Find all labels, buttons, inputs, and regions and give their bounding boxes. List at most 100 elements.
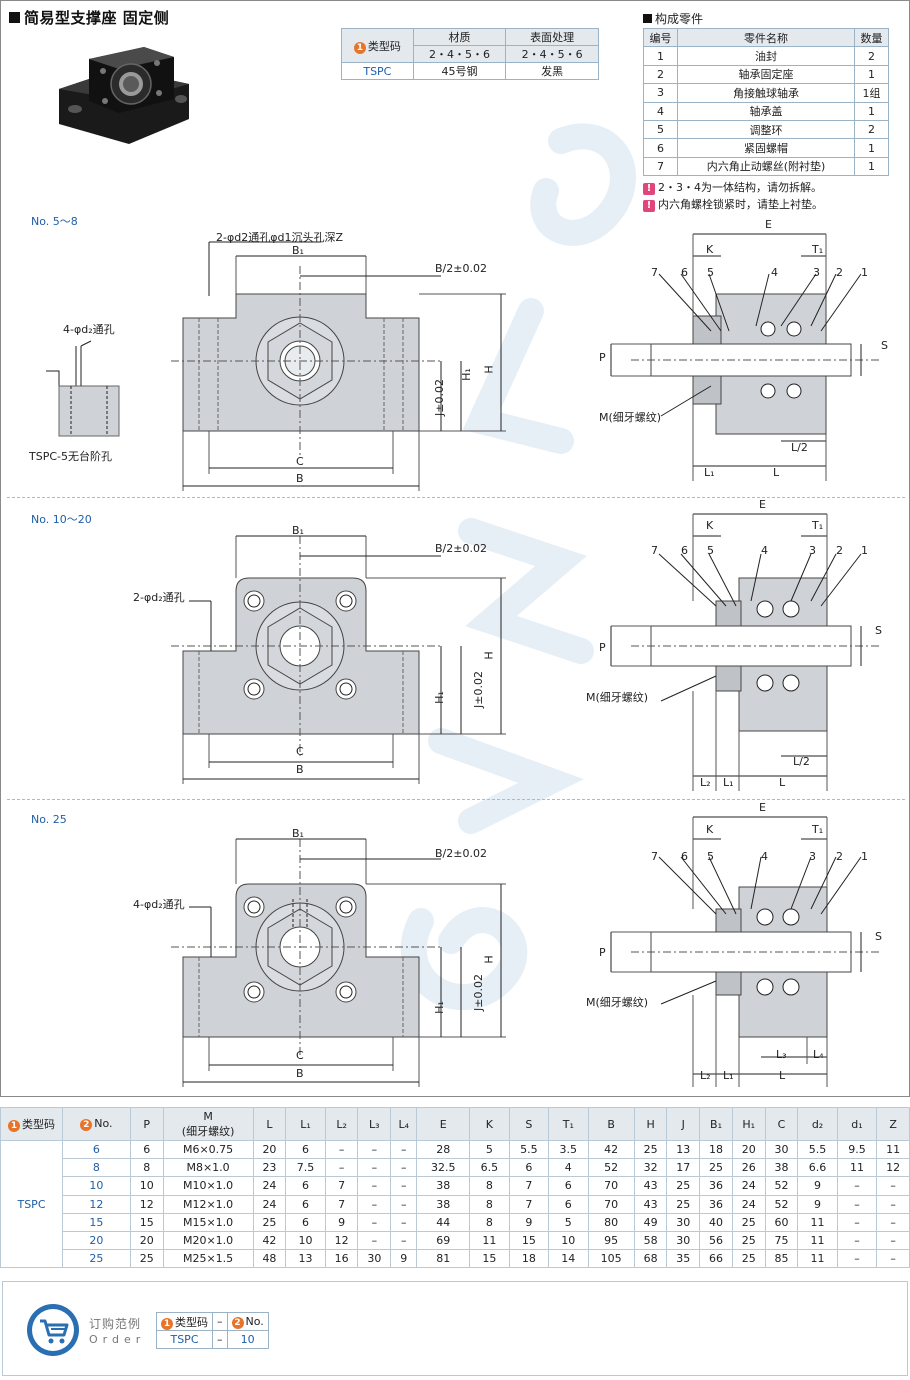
dims-header-label: d₂ <box>811 1117 824 1131</box>
dims-cell: 28 <box>416 1139 471 1160</box>
callout-2-no10-20: 2 <box>836 544 843 557</box>
part-no: 7 <box>643 156 678 177</box>
dims-cell: – <box>390 1212 418 1232</box>
dims-cell: 43 <box>633 1176 668 1196</box>
dims-cell: 35 <box>666 1249 701 1269</box>
badge-1: 1 <box>161 1317 173 1330</box>
callout-5-no10-20: 5 <box>707 544 714 557</box>
dims-cell: 25 <box>731 1212 766 1232</box>
dims-cell: 7.5 <box>285 1158 326 1178</box>
dims-cell: 44 <box>416 1212 471 1232</box>
dim-t1-no25: T₁ <box>812 823 824 836</box>
dim-p-no5-8: P <box>599 351 606 364</box>
dims-cell: 17 <box>666 1158 701 1178</box>
badge-1: 1 <box>8 1120 20 1132</box>
section-divider <box>7 497 905 498</box>
part-qty: 1 <box>854 64 889 85</box>
dims-cell: 52 <box>587 1158 635 1178</box>
dim-h-no25: H <box>482 955 496 964</box>
dims-header-11: S <box>508 1107 550 1141</box>
dims-cell: 9 <box>390 1249 418 1269</box>
dims-cell: 7 <box>324 1176 359 1196</box>
order-header-no-label: No. <box>245 1314 264 1328</box>
dim-lhalf-no5-8: L/2 <box>791 441 808 454</box>
dims-cell: 6 <box>285 1212 326 1232</box>
dims-cell: – <box>876 1230 910 1251</box>
dims-cell: – <box>390 1139 418 1160</box>
spec-finish-cell: 发黑 <box>505 62 599 80</box>
order-title-en: Order <box>89 1333 146 1346</box>
dims-cell: 5.5 <box>797 1139 838 1160</box>
drawing-no10-20 <box>171 513 881 791</box>
dims-cell: 11 <box>797 1249 838 1269</box>
dims-cell: 10 <box>285 1230 326 1251</box>
dim-l-no25: L <box>779 1069 786 1082</box>
callout-6-no5-8: 6 <box>681 266 688 279</box>
dims-cell: – <box>357 1230 392 1251</box>
callout-7-no5-8: 7 <box>651 266 658 279</box>
note-1-text: 2・3・4为一体结构，请勿拆解。 <box>658 181 822 194</box>
dims-cell: – <box>836 1176 878 1196</box>
dims-cell: 4 <box>548 1158 589 1178</box>
parts-header-name: 零件名称 <box>677 27 855 48</box>
part-qty: 2 <box>854 119 889 140</box>
dims-cell: M6×0.75 <box>162 1139 254 1160</box>
dims-header-label: d₁ <box>851 1117 863 1131</box>
dims-cell: 38 <box>416 1176 471 1196</box>
part-no: 3 <box>643 83 678 103</box>
dim-m-no5-8: M(细牙螺纹) <box>599 411 662 424</box>
page-title: 简易型支撑座 固定侧 <box>9 7 169 28</box>
dims-cell: 8 <box>469 1176 510 1196</box>
dims-header-21: Z <box>876 1107 910 1141</box>
callout-7-no10-20: 7 <box>651 544 658 557</box>
dim-e-no25: E <box>759 801 766 814</box>
type-code-cell: TSPC <box>0 1139 63 1269</box>
dims-header-label: S <box>525 1117 533 1131</box>
dims-cell: 32.5 <box>416 1158 471 1178</box>
dims-cell: 20 <box>252 1139 287 1160</box>
dims-header-label: C <box>777 1117 786 1131</box>
dim-j-no5-8: J±0.02 <box>432 379 446 416</box>
dim-b2-no10-20: B/2±0.02 <box>435 542 487 555</box>
dims-cell: 30 <box>357 1249 392 1269</box>
spec-header-code-label: 类型码 <box>367 39 401 53</box>
dims-cell: – <box>357 1176 392 1196</box>
dim-b2-no5-8: B/2±0.02 <box>435 262 487 275</box>
dim-j-no10-20: J±0.02 <box>471 671 485 708</box>
callout-7-no25: 7 <box>651 850 658 863</box>
callout-1-no25: 1 <box>861 850 868 863</box>
order-header-dash: – <box>212 1312 228 1331</box>
dims-cell: 6 <box>548 1176 589 1196</box>
dims-cell: 6.5 <box>469 1158 510 1178</box>
dims-header-label: B₁ <box>710 1117 722 1131</box>
dim-h-no10-20: H <box>482 651 496 660</box>
dim-l4-no25: L₄ <box>813 1048 824 1061</box>
part-name: 油封 <box>677 46 855 66</box>
dims-cell: 38 <box>764 1158 799 1178</box>
dims-cell: 16 <box>324 1249 359 1269</box>
dims-header-label: J <box>681 1117 685 1131</box>
dims-header-2: P <box>129 1107 164 1141</box>
hole-note-no25: 4-φd₂通孔 <box>133 898 185 911</box>
dim-lhalf-no10-20: L/2 <box>793 755 810 768</box>
dims-cell: 48 <box>252 1249 287 1269</box>
dims-header-label: L₂ <box>336 1117 347 1131</box>
dims-cell: 24 <box>731 1194 766 1214</box>
dim-k-no5-8: K <box>706 243 714 256</box>
product-photo <box>59 47 189 144</box>
dim-m-no25: M(细牙螺纹) <box>586 996 649 1009</box>
drawing-no5-8 <box>46 233 881 491</box>
spec-subheader-finish: 2・4・5・6 <box>505 45 599 63</box>
order-value-no: 10 <box>226 1330 269 1349</box>
